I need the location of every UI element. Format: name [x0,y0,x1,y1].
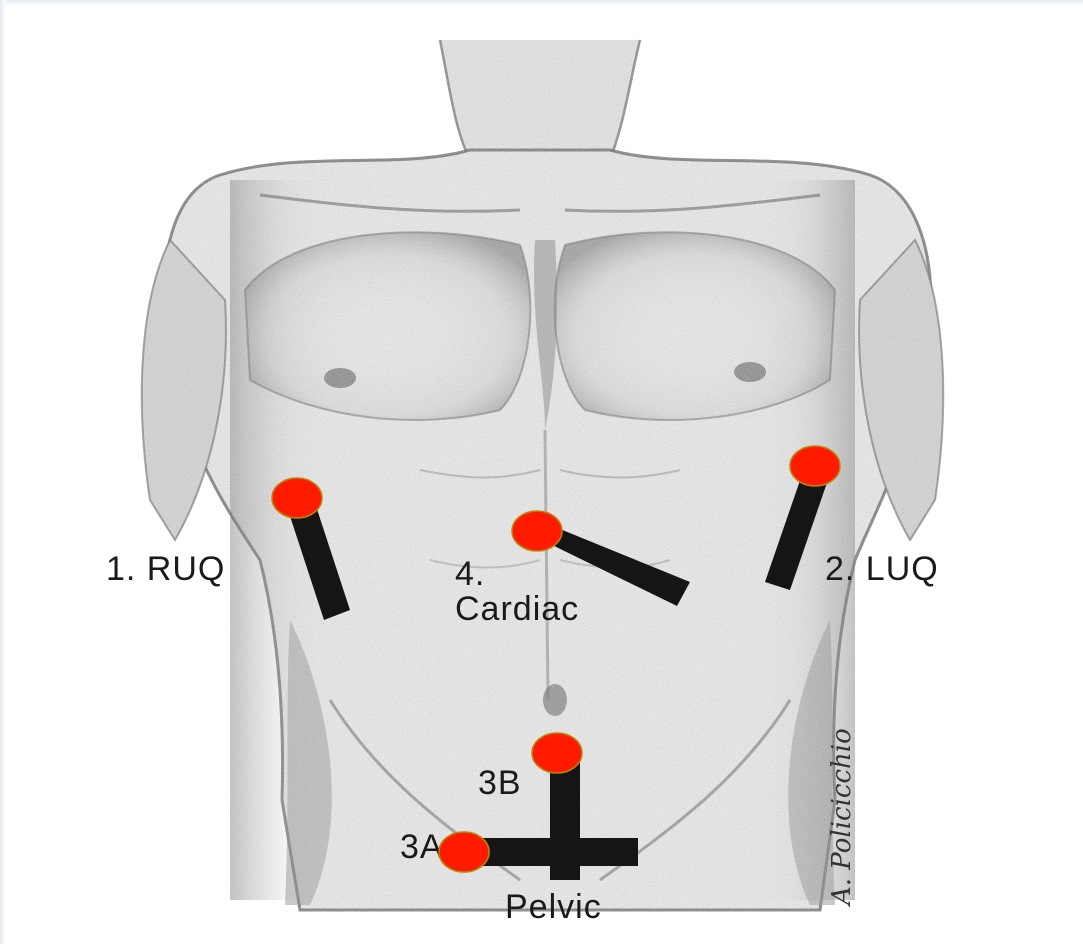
marker-pelvic-3b [532,733,582,773]
marker-pelvic-3a-overlay [439,832,489,872]
label-ruq: 1. RUQ [106,550,225,588]
label-3a: 3A [400,828,444,866]
label-cardiac-number: 4. [455,555,485,593]
artist-signature: A. Policicchio [827,728,857,907]
marker-ruq [272,478,322,518]
marker-luq [790,446,840,486]
label-cardiac: Cardiac [455,590,579,628]
label-pelvic: Pelvic [505,888,602,926]
label-3b: 3B [478,764,522,802]
marker-cardiac [512,511,562,551]
label-luq: 2. LUQ [825,550,939,588]
